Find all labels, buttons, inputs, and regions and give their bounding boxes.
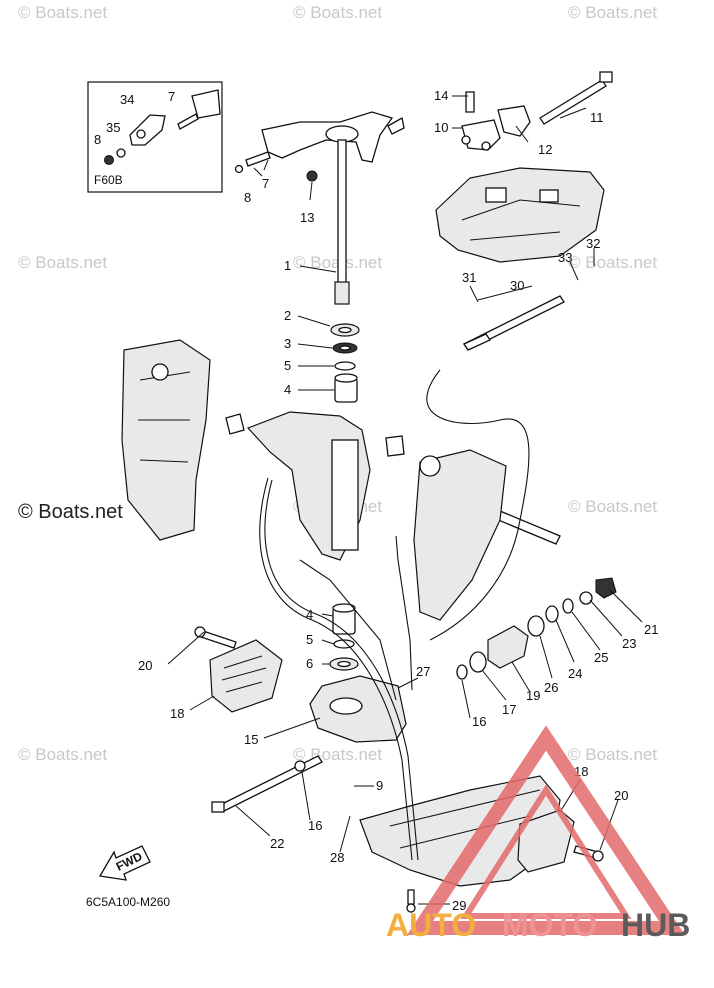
bolt-20-left: [194, 626, 237, 649]
bolt-7-upper: [234, 151, 318, 182]
callout-25: 25: [594, 650, 608, 665]
callout-29: 29: [452, 898, 466, 913]
inset-label: F60B: [94, 173, 123, 187]
callout-23: 23: [622, 636, 636, 651]
side-mount-assembly: [456, 577, 617, 680]
callout-15: 15: [244, 732, 258, 747]
callout-numbers: 1 2 3 5 4 4 5 6 7 7 8 8 9 10 11 12 13 14…: [94, 88, 658, 913]
callout-30: 30: [510, 278, 524, 293]
callout-12: 12: [538, 142, 552, 157]
callout-4: 4: [284, 382, 291, 397]
callout-35: 35: [106, 120, 120, 135]
logo-text-auto: AUTO: [386, 907, 476, 943]
callout-24: 24: [568, 666, 582, 681]
watermark: © Boats.net: [568, 745, 657, 764]
washer-16-lower: [294, 760, 306, 772]
callout-2: 2: [284, 308, 291, 323]
callout-28: 28: [330, 850, 344, 865]
callout-14: 14: [434, 88, 448, 103]
callout-10: 10: [434, 120, 448, 135]
callout-5: 5: [306, 632, 313, 647]
callout-20: 20: [614, 788, 628, 803]
callout-21: 21: [644, 622, 658, 637]
fwd-arrow: FWD: [98, 845, 151, 881]
watermark: © Boats.net: [293, 3, 382, 22]
watermark-dark: © Boats.net: [18, 501, 123, 523]
callout-33: 33: [558, 250, 572, 265]
bolt-11: [539, 71, 613, 125]
steering-arm: [261, 111, 405, 163]
callout-22: 22: [270, 836, 284, 851]
automotohub-logo: AUTO MOTO HUB: [386, 725, 690, 943]
bolt-29: [406, 889, 416, 913]
callout-5: 5: [284, 358, 291, 373]
callout-16: 16: [308, 818, 322, 833]
steering-shaft: [334, 139, 350, 305]
watermark: © Boats.net: [18, 253, 107, 272]
callout-19: 19: [526, 688, 540, 703]
callout-32: 32: [586, 236, 600, 251]
watermark: © Boats.net: [18, 745, 107, 764]
callout-7: 7: [168, 89, 175, 104]
bolt-22: [211, 755, 323, 813]
callout-8: 8: [94, 132, 101, 147]
callout-8: 8: [244, 190, 251, 205]
callout-3: 3: [284, 336, 291, 351]
watermark: © Boats.net: [568, 253, 657, 272]
callout-34: 34: [120, 92, 134, 107]
rubber-mount-18-left: [209, 639, 283, 713]
left-clamp-bracket: [121, 339, 211, 541]
watermark: © Boats.net: [568, 3, 657, 22]
callout-13: 13: [300, 210, 314, 225]
lower-bushings: [329, 603, 359, 671]
callout-7: 7: [262, 176, 269, 191]
drawing-code: 6C5A100-M260: [86, 895, 170, 909]
inset-f60b: F60B: [87, 81, 223, 193]
callout-9: 9: [376, 778, 383, 793]
swivel-bracket: [225, 411, 405, 561]
callout-4: 4: [306, 607, 313, 622]
logo-text-hub: HUB: [621, 907, 690, 943]
callout-17: 17: [502, 702, 516, 717]
watermark: © Boats.net: [568, 497, 657, 516]
watermark: © Boats.net: [18, 3, 107, 22]
callout-31: 31: [462, 270, 476, 285]
callout-1: 1: [284, 258, 291, 273]
right-clamp-bracket: [413, 449, 507, 621]
bracket-10-12: [461, 91, 531, 151]
callout-6: 6: [306, 656, 313, 671]
logo-text-moto: MOTO: [502, 907, 597, 943]
callout-26: 26: [544, 680, 558, 695]
upper-mount-plate: [435, 167, 605, 263]
lower-mount-housing: [309, 675, 407, 743]
callout-16: 16: [472, 714, 486, 729]
upper-bushings: [330, 323, 360, 403]
callout-11: 11: [590, 110, 604, 125]
callout-20: 20: [138, 658, 152, 673]
callout-27: 27: [416, 664, 430, 679]
callout-18: 18: [170, 706, 184, 721]
cables: [259, 369, 530, 861]
